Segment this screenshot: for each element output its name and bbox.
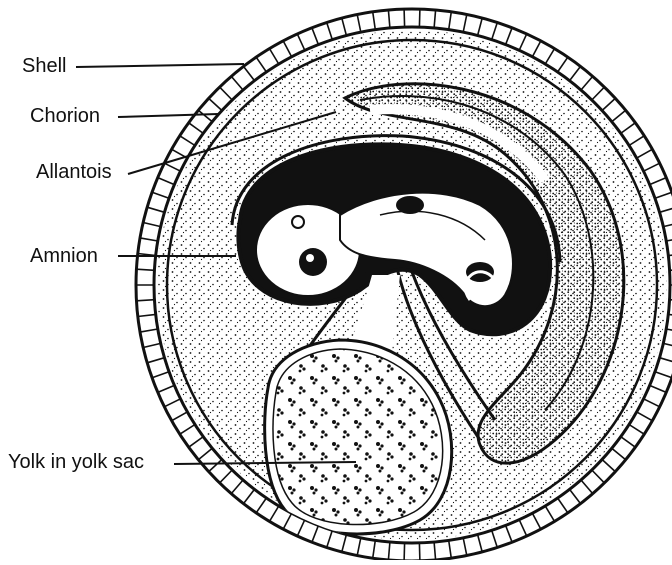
shell-segment <box>137 269 155 270</box>
label-yolk-in-yolk-sac: Yolk in yolk sac <box>8 452 144 472</box>
label-amnion: Amnion <box>30 246 98 266</box>
shell-segment <box>137 300 155 301</box>
label-chorion: Chorion <box>30 106 100 126</box>
shell-segment <box>419 543 420 560</box>
shell-segment <box>404 543 405 560</box>
label-shell: Shell <box>22 56 66 76</box>
shell-segment <box>404 9 405 27</box>
shell-leader <box>76 64 244 67</box>
shell-segment <box>419 9 420 27</box>
label-allantois: Allantois <box>36 162 112 182</box>
